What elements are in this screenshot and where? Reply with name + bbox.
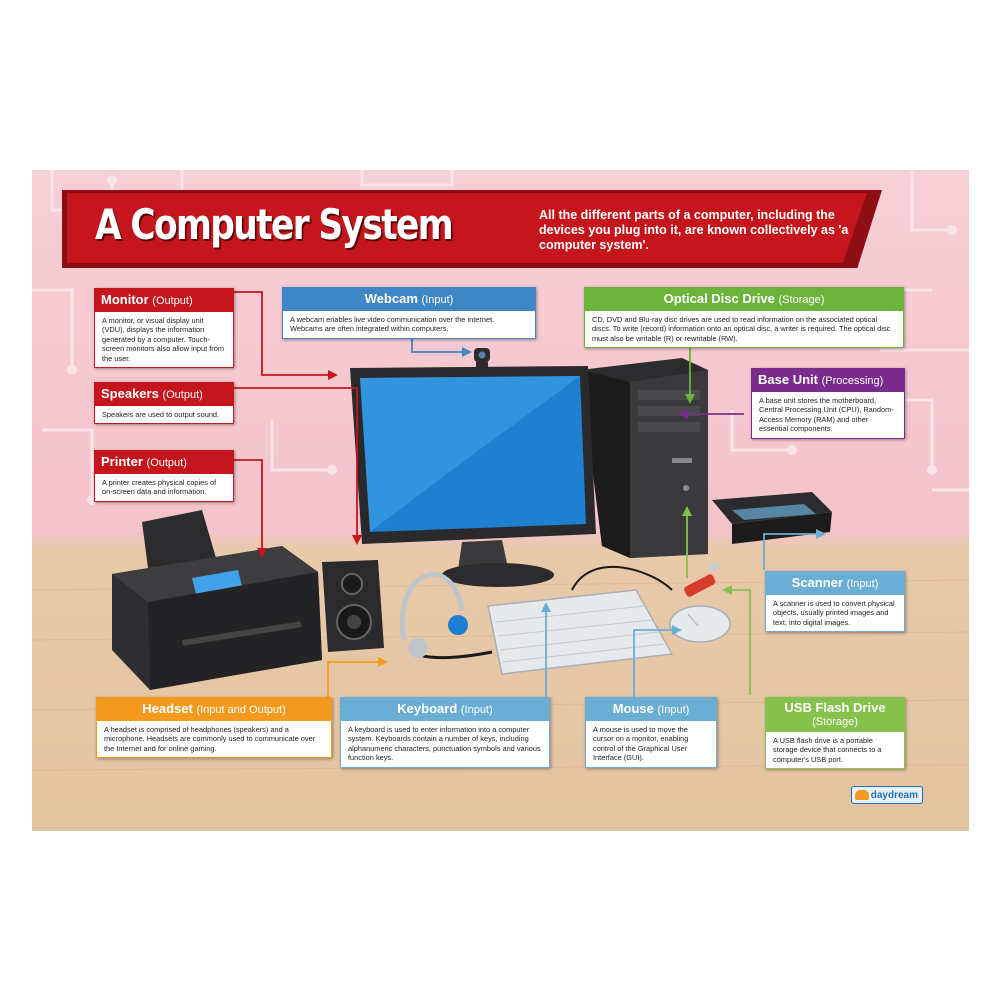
keyboard-box-text: A keyboard is used to enter information … bbox=[348, 725, 541, 763]
optical-box-header: Optical Disc Drive (Storage) bbox=[585, 288, 903, 311]
webcam-box-category: (Input) bbox=[421, 294, 454, 306]
usb-box-text: A USB flash drive is a portable storage … bbox=[773, 736, 882, 764]
scanner-info-box: Scanner (Input) A scanner is used to con… bbox=[765, 571, 905, 633]
speakers-info-box: Speakers (Output) Speakers are used to o… bbox=[94, 382, 234, 425]
connector-arrows bbox=[228, 291, 816, 700]
monitor-box-title: Monitor bbox=[101, 292, 149, 307]
base-unit-info-box: Base Unit (Processing) A base unit store… bbox=[751, 368, 905, 439]
webcam-box-text: A webcam enables live video communicatio… bbox=[290, 315, 495, 334]
keyboard-box-title: Keyboard bbox=[397, 701, 458, 716]
optical-box-text: CD, DVD and Blu-ray disc drives are used… bbox=[592, 315, 891, 343]
keyboard-box-category: (Input) bbox=[460, 704, 493, 716]
baseunit-box-category: (Processing) bbox=[821, 375, 884, 387]
printer-box-category: (Output) bbox=[146, 457, 187, 469]
mouse-box-category: (Input) bbox=[657, 704, 690, 716]
scanner-box-header: Scanner (Input) bbox=[766, 572, 904, 595]
keyboard-info-box: Keyboard (Input) A keyboard is used to e… bbox=[340, 697, 550, 768]
computer-system-poster: A Computer System All the different part… bbox=[32, 170, 969, 831]
speakers-box-title: Speakers bbox=[101, 386, 159, 401]
headset-info-box: Headset (Input and Output) A headset is … bbox=[96, 697, 332, 759]
monitor-box-text: A monitor, or visual display unit (VDU),… bbox=[102, 316, 224, 363]
optical-disc-drive-info-box: Optical Disc Drive (Storage) CD, DVD and… bbox=[584, 287, 904, 349]
daydream-logo: daydream bbox=[851, 786, 923, 804]
base-unit-tower bbox=[580, 358, 708, 558]
speakers-box-header: Speakers (Output) bbox=[95, 383, 233, 406]
printer-box-text: A printer creates physical copies of on-… bbox=[102, 478, 217, 497]
poster-intro-text: All the different parts of a computer, i… bbox=[539, 208, 849, 252]
headset-box-title: Headset bbox=[142, 701, 193, 716]
mouse bbox=[669, 605, 731, 643]
monitor bbox=[350, 348, 596, 587]
mouse-info-box: Mouse (Input) A mouse is used to move th… bbox=[585, 697, 717, 768]
baseunit-box-header: Base Unit (Processing) bbox=[752, 369, 904, 392]
monitor-box-header: Monitor (Output) bbox=[95, 289, 233, 312]
scanner-box-title: Scanner bbox=[791, 575, 843, 590]
keyboard-cable bbox=[571, 565, 673, 591]
printer-info-box: Printer (Output) A printer creates physi… bbox=[94, 450, 234, 502]
usb-box-category: (Storage) bbox=[812, 716, 858, 728]
poster-title: A Computer System bbox=[95, 200, 454, 249]
webcam-box-title: Webcam bbox=[364, 291, 418, 306]
computer-illustration bbox=[32, 291, 969, 771]
keyboard-box-header: Keyboard (Input) bbox=[341, 698, 549, 721]
mouse-box-text: A mouse is used to move the cursor on a … bbox=[593, 725, 689, 763]
printer-box-header: Printer (Output) bbox=[95, 451, 233, 474]
monitor-info-box: Monitor (Output) A monitor, or visual di… bbox=[94, 288, 234, 369]
mouse-box-header: Mouse (Input) bbox=[586, 698, 716, 721]
optical-box-category: (Storage) bbox=[778, 294, 825, 306]
baseunit-box-title: Base Unit bbox=[758, 372, 818, 387]
headset-box-category: (Input and Output) bbox=[196, 704, 286, 716]
monitor-box-category: (Output) bbox=[152, 295, 193, 307]
speakers-box-category: (Output) bbox=[162, 389, 203, 401]
scanner bbox=[712, 492, 832, 544]
webcam-box-header: Webcam (Input) bbox=[283, 288, 535, 311]
speakers-box-text: Speakers are used to output sound. bbox=[102, 410, 220, 419]
keyboard bbox=[487, 589, 674, 675]
usb-box-title: USB Flash Drive bbox=[784, 700, 886, 715]
daydream-logo-icon bbox=[855, 790, 869, 800]
scanner-box-category: (Input) bbox=[846, 578, 879, 590]
usb-flash-drive-info-box: USB Flash Drive(Storage) A USB flash dri… bbox=[765, 697, 905, 770]
speaker bbox=[322, 560, 384, 652]
mouse-box-title: Mouse bbox=[612, 701, 654, 716]
daydream-logo-text: daydream bbox=[870, 790, 918, 801]
usb-flash-drive bbox=[684, 561, 720, 597]
arrow-heads bbox=[257, 347, 826, 667]
printer bbox=[112, 510, 322, 690]
printer-box-title: Printer bbox=[101, 454, 143, 469]
optical-box-title: Optical Disc Drive bbox=[663, 291, 775, 306]
headset-box-header: Headset (Input and Output) bbox=[97, 698, 331, 721]
scanner-box-text: A scanner is used to convert physical ob… bbox=[773, 599, 895, 627]
usb-box-header: USB Flash Drive(Storage) bbox=[766, 698, 904, 732]
baseunit-box-text: A base unit stores the motherboard, Cent… bbox=[759, 396, 894, 434]
headset-box-text: A headset is comprised of headphones (sp… bbox=[104, 725, 316, 753]
webcam-info-box: Webcam (Input) A webcam enables live vid… bbox=[282, 287, 536, 339]
title-banner bbox=[67, 193, 867, 263]
